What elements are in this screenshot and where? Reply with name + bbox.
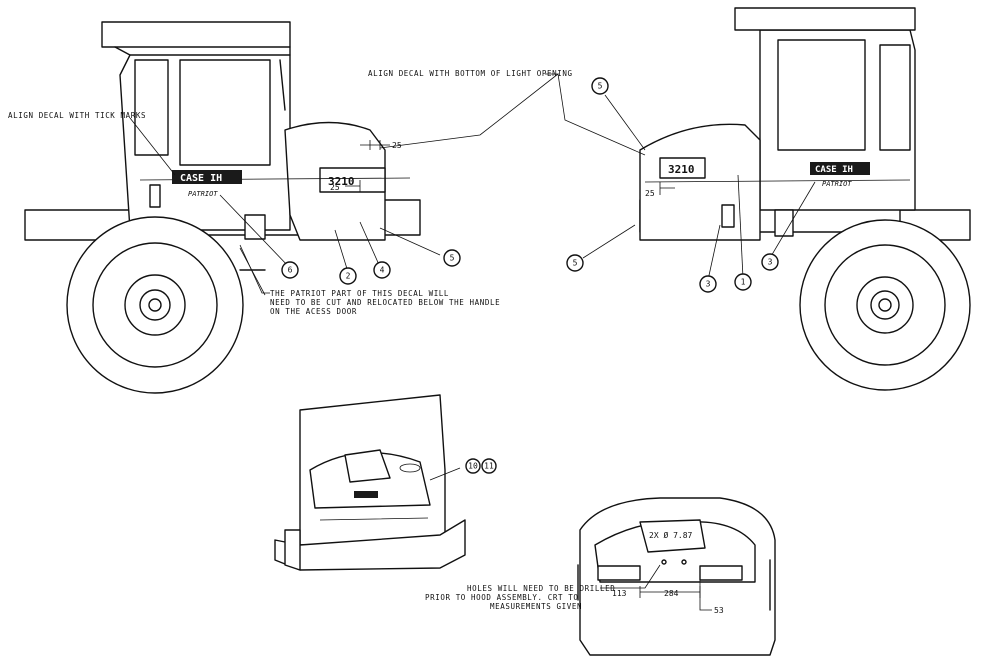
note-holes-1: HOLES WILL NEED TO BE DRILLED bbox=[467, 584, 615, 593]
left-sub-text: PATRIOT bbox=[188, 190, 218, 198]
left-brand-text: CASE IH bbox=[180, 173, 222, 184]
left-model-decal bbox=[319, 167, 386, 193]
left-brand-decal bbox=[172, 170, 242, 184]
right-cab-roof bbox=[734, 7, 916, 31]
note-patriot-2: NEED TO BE CUT AND RELOCATED BELOW THE H… bbox=[270, 298, 500, 307]
left-callouts: 6 2 4 5 bbox=[281, 249, 461, 285]
note-align-tick: ALIGN DECAL WITH TICK MARKS bbox=[8, 111, 146, 120]
detail-hole-dim: 2X Ø 7.87 bbox=[649, 530, 693, 540]
note-align-light-leader bbox=[379, 73, 646, 156]
callout-5-right: 5 bbox=[573, 259, 578, 268]
detail-view: 2X Ø 7.87 113 284 53 bbox=[577, 497, 776, 656]
callout-3-b: 3 bbox=[768, 258, 773, 267]
detail-dim-284: 284 bbox=[664, 589, 679, 598]
callout-5-top: 5 bbox=[598, 82, 603, 91]
front-badge bbox=[354, 491, 378, 498]
front-bumper bbox=[274, 519, 466, 571]
detail-dim-53: 53 bbox=[714, 606, 724, 615]
callout-5-left: 5 bbox=[450, 254, 455, 263]
front-view: 10 11 bbox=[274, 394, 497, 571]
note-align-light: ALIGN DECAL WITH BOTTOM OF LIGHT OPENING bbox=[368, 69, 573, 78]
note-patriot-3: ON THE ACESS DOOR bbox=[270, 307, 357, 316]
left-step bbox=[244, 214, 266, 240]
right-dim: 25 bbox=[645, 189, 655, 198]
right-wheel bbox=[799, 219, 971, 391]
right-brand-text: CASE IH bbox=[815, 165, 853, 175]
right-sub-text: PATRIOT bbox=[822, 180, 852, 188]
left-side-view: 3210 CASE IH PATRIOT 25 25 bbox=[24, 21, 441, 394]
front-callout-leader bbox=[429, 467, 461, 481]
callout-10: 10 bbox=[468, 462, 478, 471]
note-holes-leader bbox=[600, 564, 661, 589]
right-brand-decal bbox=[810, 162, 870, 175]
note-holes-3: MEASUREMENTS GIVEN bbox=[490, 602, 582, 611]
note-patriot-1: THE PATRIOT PART OF THIS DECAL WILL bbox=[270, 289, 449, 298]
right-side-view: 3210 CASE IH PATRIOT 25 bbox=[582, 7, 971, 391]
right-step bbox=[774, 209, 794, 237]
left-dim-mid: 25 bbox=[330, 183, 340, 192]
left-cab-roof bbox=[101, 21, 291, 48]
right-model-decal bbox=[659, 157, 706, 179]
callout-6: 6 bbox=[288, 266, 293, 275]
left-wheel bbox=[66, 216, 244, 394]
right-callouts: 5 5 3 1 3 bbox=[566, 77, 779, 293]
right-cab-window bbox=[777, 39, 866, 151]
detail-dim-113: 113 bbox=[612, 589, 627, 598]
left-cab-rear-window bbox=[134, 59, 169, 156]
note-holes-2: PRIOR TO HOOD ASSEMBLY. CRT TO bbox=[425, 593, 578, 602]
left-cab-window bbox=[179, 59, 271, 166]
callout-4: 4 bbox=[380, 266, 385, 275]
callout-11: 11 bbox=[484, 462, 494, 471]
note-patriot-leader bbox=[239, 244, 270, 294]
right-cab-rear-window bbox=[879, 44, 911, 151]
callout-1: 1 bbox=[741, 278, 746, 287]
callout-2: 2 bbox=[346, 272, 351, 281]
callout-3-a: 3 bbox=[706, 280, 711, 289]
right-model-text: 3210 bbox=[668, 163, 695, 176]
